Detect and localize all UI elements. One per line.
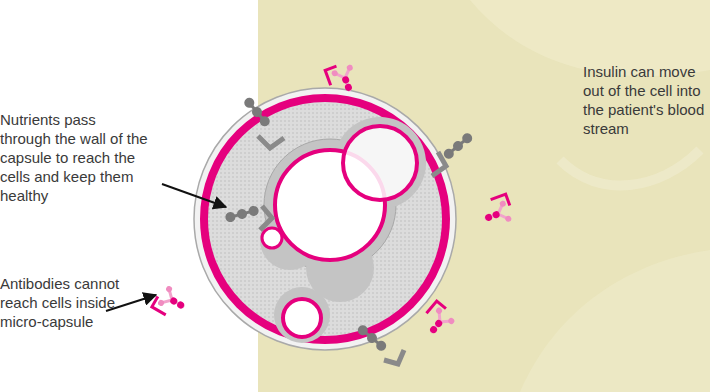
antibody-bead [499, 200, 507, 208]
receptor-chevron [384, 350, 404, 364]
molecule-chain [356, 323, 388, 353]
antibody-bead [346, 64, 354, 72]
molecule-bead [365, 331, 379, 345]
molecule-bead [250, 105, 264, 119]
antibody-bead [176, 300, 186, 310]
background-shape [560, 150, 700, 185]
callout-note: Insulin can move out of the cell into th… [583, 62, 710, 138]
antibody-bead [435, 307, 443, 315]
molecule-chain [442, 131, 474, 161]
antibody [479, 194, 515, 229]
molecule-chain [224, 205, 259, 223]
molecule-chain [242, 96, 272, 128]
antibody-bead [447, 317, 455, 325]
antibody-bead [157, 299, 165, 307]
antibody-bead [434, 319, 444, 329]
receptor-chevron [432, 152, 446, 176]
receptor-chevron [260, 206, 272, 230]
antibody-bead [492, 210, 501, 219]
antibody-bead [341, 75, 350, 84]
capsule-outer-wall [194, 88, 456, 350]
antibody-bracket [426, 301, 445, 321]
antibody-arm [332, 65, 359, 94]
molecule-bead [247, 205, 259, 217]
antibody [419, 301, 458, 340]
antibody-bead [331, 69, 339, 77]
islet-cell [343, 126, 417, 200]
islet-cell [283, 299, 321, 337]
molecule-bead [460, 131, 474, 145]
antibody-arm [481, 201, 510, 228]
antibody-bracket [325, 66, 342, 85]
antibody-bead [504, 215, 512, 223]
antibody [152, 283, 190, 320]
antibody [325, 61, 360, 97]
antibody-bead [484, 213, 493, 222]
molecule-bead [236, 208, 248, 220]
antibody-bead [169, 296, 179, 306]
molecule-bead [451, 139, 465, 153]
callout-note: Nutrients pass through the wall of the c… [0, 110, 148, 205]
molecule-bead [242, 96, 256, 110]
receptor-chevron [258, 136, 284, 148]
antibody-bead [165, 285, 173, 293]
background-shape [520, 250, 710, 392]
antibody-bracket [152, 296, 172, 314]
callout-note: Antibodies cannot reach cells inside mic… [0, 274, 128, 331]
islet-cell [262, 228, 282, 248]
molecule-bead [374, 339, 388, 353]
molecule-bead [356, 323, 370, 337]
molecule-bead [258, 114, 272, 128]
molecule-bead [224, 211, 236, 223]
antibody-bead [344, 83, 353, 92]
cell-cluster [260, 117, 426, 343]
leader-arrow [162, 184, 226, 207]
antibody-bracket [491, 194, 510, 211]
